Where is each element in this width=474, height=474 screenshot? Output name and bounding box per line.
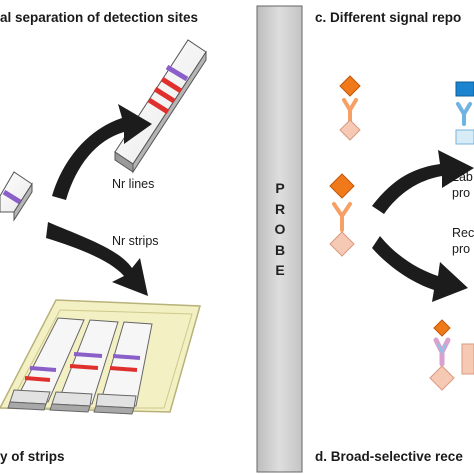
probe-letter: P <box>275 180 285 196</box>
strip-band-red-1 <box>160 76 183 94</box>
strip-top <box>114 39 207 174</box>
nr-strips-label: Nr strips <box>112 234 159 248</box>
nr-lines-label: Nr lines <box>112 177 155 191</box>
arrow-nr-strips <box>46 222 148 296</box>
strip-left <box>0 171 33 222</box>
antibody-complex-mid <box>329 173 355 257</box>
label-pro-2: pro <box>452 242 471 256</box>
blue-label-complex <box>455 81 474 145</box>
label-lab: Lab <box>452 170 473 184</box>
probe-text: P R O B E <box>262 178 298 281</box>
arrow-receptor-probe <box>372 236 468 302</box>
panel-a-title: al separation of detection sites <box>0 10 199 25</box>
strip-tray <box>0 299 201 415</box>
panel-b-title: y of strips <box>0 449 65 464</box>
strip-left-band <box>2 189 22 205</box>
arrow-nr-lines <box>52 104 152 200</box>
strip-band-purple <box>165 64 189 82</box>
panel-d-title: d. Broad-selective rece <box>315 449 463 464</box>
strip-band-red-3 <box>147 97 170 115</box>
probe-bar <box>256 5 303 473</box>
strip-band-red-2 <box>153 86 176 104</box>
label-pro-1: pro <box>452 186 471 200</box>
arrow-label-probe <box>372 150 474 214</box>
probe-letter: B <box>274 241 286 258</box>
panel-c-title: c. Different signal repo <box>315 10 462 25</box>
antibody-complex-bottom <box>429 319 474 391</box>
probe-letter: O <box>274 221 286 237</box>
antibody-complex-top <box>339 75 361 141</box>
probe-letter: R <box>274 200 286 217</box>
label-rec: Rec <box>452 226 474 240</box>
probe-letter: E <box>275 262 285 278</box>
